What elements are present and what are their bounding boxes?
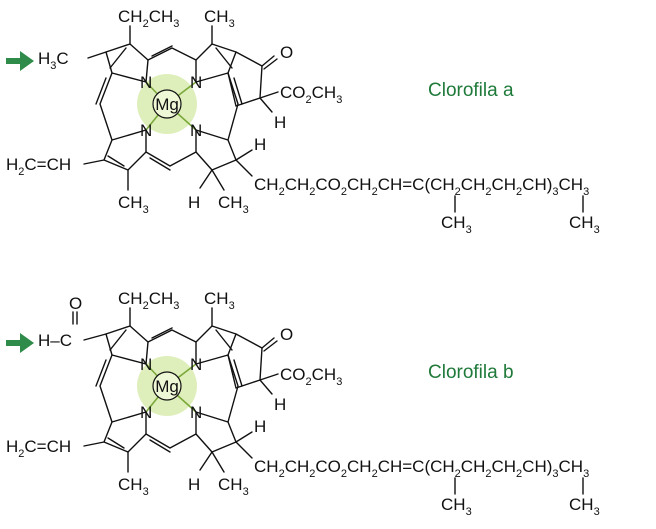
ring-b — [195, 325, 237, 365]
molecule-b: Mg O CO2​CH3​ H N N N N CH2​CH3​ CH3​ H–C O H2​C=CH C… — [6, 289, 600, 518]
ring-c — [103, 411, 147, 453]
bond — [235, 431, 253, 443]
double-bond — [95, 359, 107, 387]
ethyl-group: CH2​CH3​ — [118, 7, 179, 30]
methyl-bottom: CH3​ — [118, 193, 149, 216]
mg-atom — [152, 89, 182, 119]
bond — [87, 51, 107, 59]
ketone-bond — [263, 58, 278, 70]
bond — [235, 159, 253, 177]
bond — [199, 169, 213, 189]
molecule-a: Mg O CO2​CH3​ H N N N N CH2​CH3​ CH3​ H3​C H2​C=CH C… — [6, 7, 600, 236]
double-bond — [233, 359, 243, 387]
mg-label: Mg — [155, 95, 179, 114]
bridge-top — [147, 329, 197, 343]
vinyl-group: H2​C=CH — [6, 437, 71, 460]
double-bond — [107, 155, 125, 167]
bond — [83, 441, 105, 447]
ketone-oxygen: O — [280, 325, 293, 344]
methyl-left: H3​C — [38, 49, 69, 72]
bridge-left — [99, 354, 113, 423]
ring-d — [195, 129, 237, 171]
h-ring-d-bottom: H — [188, 475, 200, 494]
h-ring-d-bottom: H — [188, 193, 200, 212]
highlight-arrow — [6, 51, 34, 71]
ketone-bond — [261, 55, 275, 67]
double-bond — [95, 77, 107, 105]
aldehyde-oxygen: O — [69, 294, 82, 313]
bond — [83, 333, 107, 341]
mg-atom — [152, 371, 182, 401]
ester-group: CO2​CH3​ — [280, 365, 342, 388]
bridge-top — [147, 47, 197, 61]
ring-b — [195, 43, 237, 83]
bridge-bottom — [145, 151, 197, 167]
nitrogen-2: N — [190, 355, 202, 374]
nitrogen-3: N — [140, 403, 152, 422]
ketone-oxygen: O — [280, 43, 293, 62]
ester-group: CO2​CH3​ — [280, 83, 342, 106]
bridge-right — [227, 354, 239, 423]
h-atom: H — [274, 395, 286, 414]
bridge-left — [99, 72, 113, 141]
mg-label: Mg — [155, 377, 179, 396]
bond — [211, 451, 225, 473]
ethyl-group: CH2​CH3​ — [118, 289, 179, 312]
molecule-name: Clorofila a — [428, 80, 514, 101]
h-atom: H — [274, 113, 286, 132]
methyl-ring-d: CH3​ — [218, 475, 249, 498]
branch-methyl-1: CH3​ — [441, 213, 472, 236]
nitrogen-4: N — [190, 403, 202, 422]
ring-d — [195, 411, 237, 453]
vinyl-group: H2​C=CH — [6, 155, 71, 178]
highlight-arrow — [6, 333, 34, 353]
methyl-top: CH3​ — [204, 7, 235, 30]
bond — [211, 169, 225, 191]
double-bond — [149, 439, 171, 453]
double-bond — [215, 329, 233, 351]
double-bond — [151, 45, 173, 57]
nitrogen-1: N — [140, 355, 152, 374]
aldehyde-group: H–C — [38, 331, 72, 350]
double-bond — [107, 437, 125, 449]
nitrogen-3: N — [140, 121, 152, 140]
double-bond — [233, 77, 243, 105]
ring-a — [105, 43, 149, 83]
molecule-name: Clorofila b — [428, 362, 514, 383]
bond — [259, 91, 279, 99]
ketone-bond — [263, 340, 278, 352]
double-bond — [215, 47, 233, 69]
bond — [259, 379, 273, 395]
bond — [83, 159, 105, 165]
double-bond — [109, 47, 127, 69]
phytyl-chain: CH2​CH2​CO2​CH2​CH=C(CH2​CH2​CH2​CH)3​CH… — [254, 457, 589, 480]
h-ring-d: H — [254, 135, 266, 154]
ring-c — [103, 129, 147, 171]
branch-methyl-1: CH3​ — [441, 495, 472, 518]
branch-methyl-2: CH3​ — [569, 495, 600, 518]
h-ring-d: H — [254, 417, 266, 436]
double-bond — [109, 329, 127, 351]
double-bond — [151, 327, 173, 339]
methyl-ring-d: CH3​ — [218, 193, 249, 216]
bridge-bottom — [145, 433, 197, 449]
bond — [235, 441, 253, 459]
bond — [259, 373, 279, 381]
double-bond — [149, 157, 171, 171]
methyl-bottom: CH3​ — [118, 475, 149, 498]
nitrogen-1: N — [140, 73, 152, 92]
nitrogen-4: N — [190, 121, 202, 140]
branch-methyl-2: CH3​ — [569, 213, 600, 236]
ring-a — [105, 325, 149, 365]
bond — [235, 149, 253, 161]
bridge-right — [227, 72, 239, 141]
methyl-top: CH3​ — [204, 289, 235, 312]
bond — [259, 97, 273, 113]
phytyl-chain: CH2​CH2​CO2​CH2​CH=C(CH2​CH2​CH2​CH)3​CH… — [254, 175, 589, 198]
ketone-bond — [261, 337, 275, 349]
nitrogen-2: N — [190, 73, 202, 92]
bond — [199, 451, 213, 471]
